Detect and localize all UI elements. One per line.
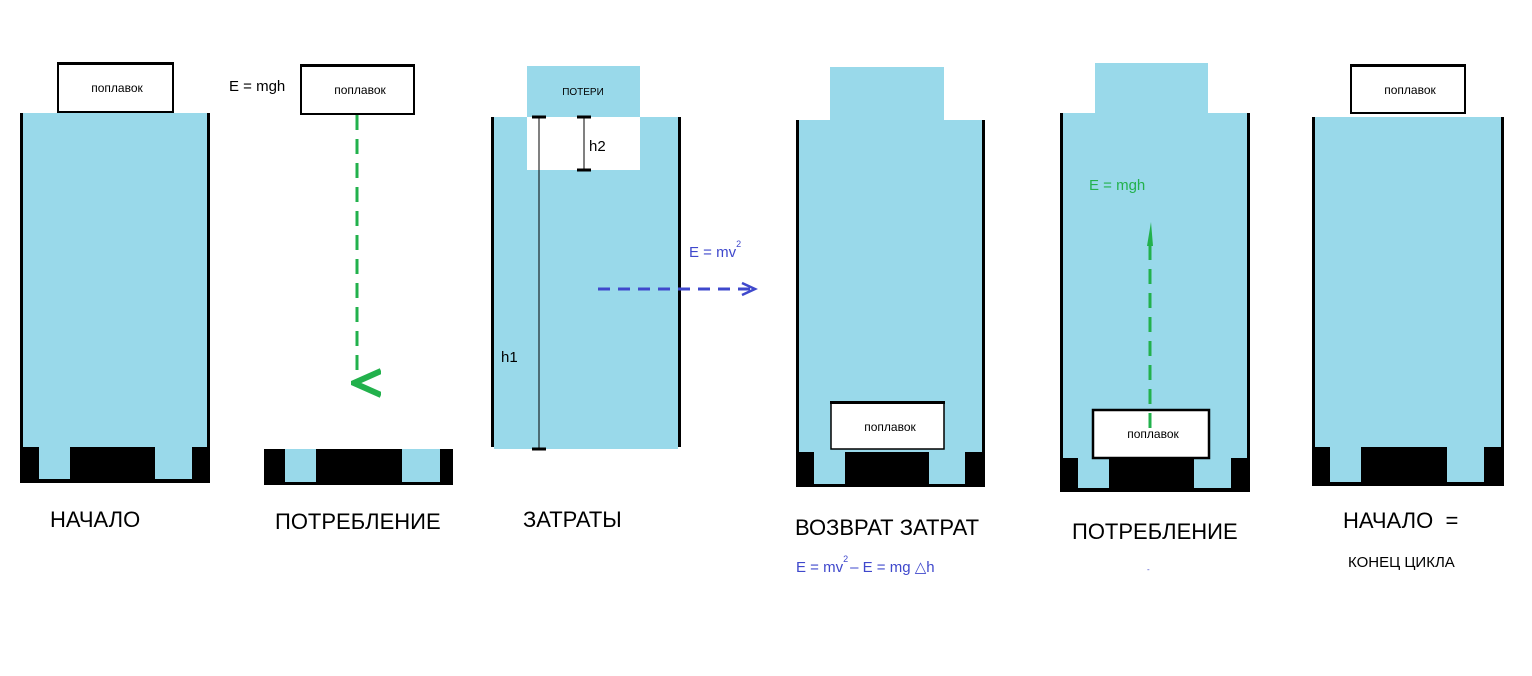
water [494,117,678,449]
base-channel [1078,458,1109,488]
base-channel [285,449,316,482]
losses-label: ПОТЕРИ [562,87,604,98]
float-label: поплавок [1127,427,1179,441]
stage-3-costs: ПОТЕРИ h1 h2 E = mv2 ЗАТРАТЫ [491,66,758,532]
water [1063,113,1247,460]
float-label: поплавок [864,420,916,434]
water [1315,117,1501,449]
float-label: поплавок [334,83,386,97]
h1-dimension [532,115,546,451]
base-channel [402,449,440,482]
tank-wall-right [678,117,681,447]
water [799,120,982,454]
tank-wall-left [491,117,494,447]
stage-label: ВОЗВРАТ ЗАТРАТ [795,515,979,540]
float-label: поплавок [91,81,143,95]
note-mark: - [1147,565,1150,574]
float: поплавок [830,401,945,450]
stage-4-cost-return: поплавок ВОЗВРАТ ЗАТРАТ E = mv2– E = mg … [795,67,985,576]
stage-2-consumption: E = mgh поплавок ПОТРЕБЛЕНИЕ [229,64,453,534]
h2-dimension [577,115,591,172]
losses-block [527,66,640,117]
base-channel [1330,447,1361,482]
h2-label: h2 [589,138,606,155]
float: поплавок [57,62,174,113]
arrowhead-icon [1147,222,1153,246]
tank-wall-right [982,120,985,487]
tank-wall-right [1501,117,1504,486]
base-channel [929,452,965,484]
base-channel [1447,447,1484,482]
tank-wall-right [1247,113,1250,492]
stage-1-start: поплавок НАЧАЛО [20,62,210,532]
float-label: поплавок [1384,83,1436,97]
base-channel [155,447,192,479]
base-channel [1194,458,1231,488]
h1-label: h1 [501,349,518,366]
base-channel [814,452,845,484]
stage-label: НАЧАЛО [50,507,140,532]
stage-label: ЗАТРАТЫ [523,507,622,532]
formula-potential: E = mgh [229,78,285,95]
stage-6-cycle-end: поплавок НАЧАЛО = КОНЕЦ ЦИКЛА [1312,64,1504,571]
stage-label: ПОТРЕБЛЕНИЕ [1072,519,1238,544]
float: поплавок [1350,64,1466,114]
float: поплавок [300,64,415,115]
tank-wall-right [207,113,210,483]
base-channel [39,447,70,479]
stage-label: НАЧАЛО = [1343,508,1458,533]
stage-sublabel: КОНЕЦ ЦИКЛА [1348,554,1455,571]
tank-wall-left [1312,117,1315,486]
tank-wall-left [20,113,23,483]
tank-wall-left [796,120,799,487]
water-overflow [830,67,944,120]
formula-kinetic: E = mv2 [689,239,741,261]
water [23,113,207,449]
tank-wall-left [1060,113,1063,492]
arrowhead-icon [741,281,758,297]
water-overflow [1095,63,1208,113]
stage-5-consumption: поплавок E = mgh ПОТРЕБЛЕНИЕ - [1060,63,1250,574]
stage-label: ПОТРЕБЛЕНИЕ [275,509,441,534]
formula-balance: E = mv2– E = mg △h [796,554,935,576]
formula-potential: E = mgh [1089,177,1145,194]
